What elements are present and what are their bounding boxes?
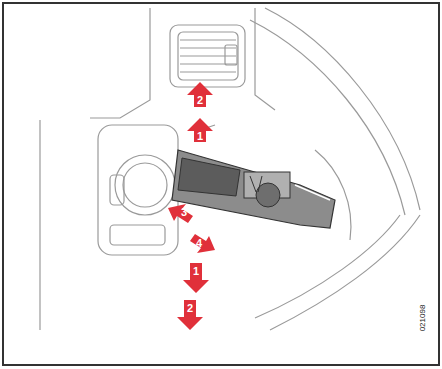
dashboard-lines: [40, 8, 420, 330]
direction-arrows: [168, 82, 215, 330]
callout-number: 2: [187, 303, 193, 314]
callout-number: 4: [196, 238, 202, 249]
callout-number: 1: [197, 131, 203, 142]
callout-number: 1: [193, 266, 199, 277]
callout-number: 2: [197, 95, 203, 106]
figure-code: 021098: [419, 305, 427, 332]
turn-signal-stalk: [172, 150, 335, 228]
callout-number: 3: [181, 207, 187, 218]
frame: [3, 3, 439, 365]
